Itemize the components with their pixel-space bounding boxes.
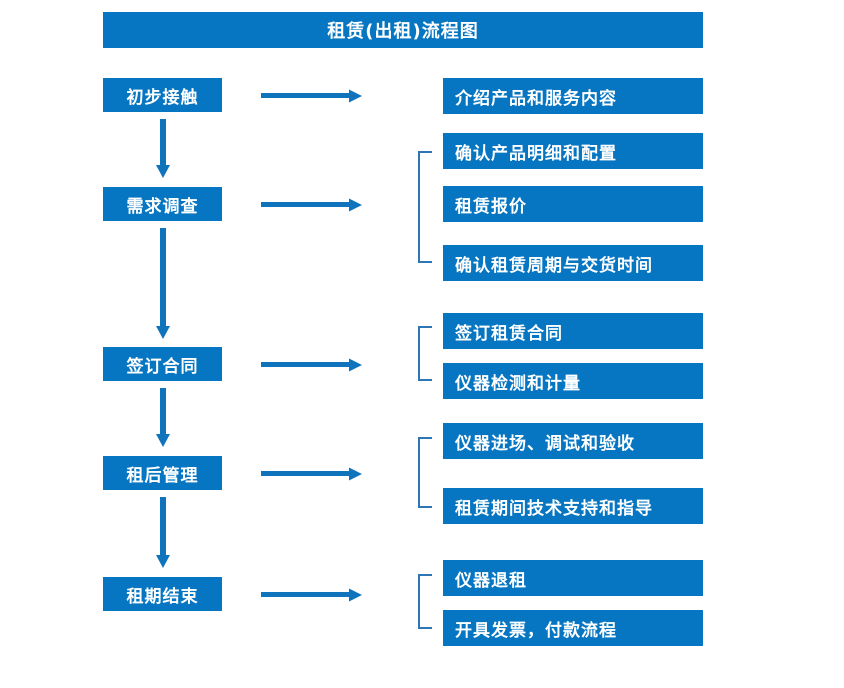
detail-box-5-2[interactable]: 开具发票，付款流程 — [443, 610, 703, 646]
stage-box-4[interactable]: 租后管理 — [103, 456, 222, 490]
detail-box-3-2[interactable]: 仪器检测和计量 — [443, 363, 703, 399]
vertical-arrow-icon-2 — [155, 228, 171, 340]
group-bracket-5 — [418, 574, 432, 629]
horizontal-arrow-icon-3 — [261, 357, 363, 372]
stage-box-3[interactable]: 签订合同 — [103, 347, 222, 381]
detail-box-3-1[interactable]: 签订租赁合同 — [443, 313, 703, 349]
detail-box-4-2[interactable]: 租赁期间技术支持和指导 — [443, 488, 703, 524]
stage-box-5[interactable]: 租期结束 — [103, 577, 222, 611]
stage-box-2[interactable]: 需求调查 — [103, 187, 222, 221]
horizontal-arrow-icon-5 — [261, 587, 363, 602]
group-bracket-4 — [418, 437, 432, 508]
detail-box-2-1[interactable]: 确认产品明细和配置 — [443, 133, 703, 169]
detail-box-1-1[interactable]: 介绍产品和服务内容 — [443, 78, 703, 114]
detail-box-2-2[interactable]: 租赁报价 — [443, 186, 703, 222]
detail-box-2-3[interactable]: 确认租赁周期与交货时间 — [443, 245, 703, 281]
vertical-arrow-icon-3 — [155, 388, 171, 448]
detail-box-5-1[interactable]: 仪器退租 — [443, 560, 703, 596]
horizontal-arrow-icon-2 — [261, 197, 363, 212]
vertical-arrow-icon-1 — [155, 119, 171, 179]
page-title: 租赁(出租)流程图 — [103, 12, 703, 48]
group-bracket-3 — [418, 326, 432, 381]
vertical-arrow-icon-4 — [155, 497, 171, 569]
horizontal-arrow-icon-4 — [261, 466, 363, 481]
stage-box-1[interactable]: 初步接触 — [103, 78, 222, 112]
detail-box-4-1[interactable]: 仪器进场、调试和验收 — [443, 423, 703, 459]
group-bracket-2 — [418, 151, 432, 263]
horizontal-arrow-icon-1 — [261, 88, 363, 103]
